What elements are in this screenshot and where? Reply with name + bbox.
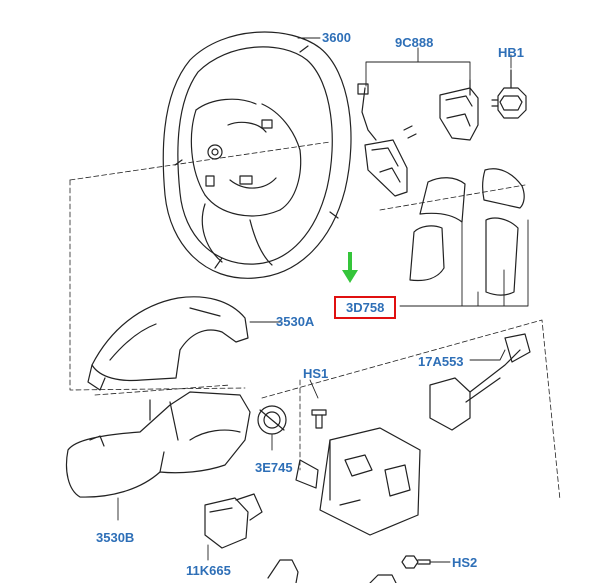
callout-3e745[interactable]: 3E745 — [255, 460, 293, 475]
callout-hs1[interactable]: HS1 — [303, 366, 329, 381]
multifunction-switch-body — [295, 427, 421, 536]
steering-wheel — [162, 31, 352, 279]
steering-switch-pack — [357, 79, 479, 197]
switch-11k665 — [204, 493, 263, 549]
callout-3530a[interactable]: 3530A — [276, 314, 315, 329]
callout-17a553[interactable]: 17A553 — [418, 354, 464, 369]
lower-column-shroud — [65, 391, 251, 498]
callout-hs2[interactable]: HS2 — [452, 555, 478, 570]
callout-3d758-highlighted[interactable]: 3D758 — [334, 296, 397, 319]
callout-3600[interactable]: 3600 — [322, 30, 351, 45]
bottom-partial-parts — [267, 559, 397, 583]
clockspring — [257, 405, 287, 435]
green-indicator-arrow — [342, 252, 358, 283]
hs1-screw — [311, 409, 327, 429]
callout-hb1[interactable]: HB1 — [498, 45, 525, 60]
callout-11k665[interactable]: 11K665 — [186, 563, 231, 578]
hb1-fastener — [491, 69, 527, 119]
stalk-switch — [429, 333, 531, 431]
upper-column-shroud — [87, 296, 249, 391]
hs2-screw — [401, 555, 431, 569]
callout-3530b[interactable]: 3530B — [96, 530, 135, 545]
leader-lines — [117, 37, 529, 563]
assembly-dashed-frame — [69, 141, 561, 501]
callout-9c888[interactable]: 9C888 — [395, 35, 434, 50]
